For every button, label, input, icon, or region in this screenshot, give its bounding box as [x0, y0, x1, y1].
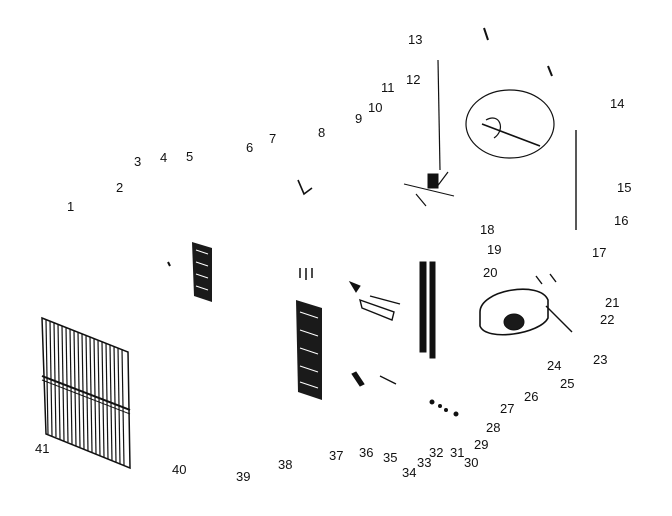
chassis-vent [296, 300, 322, 400]
callout-2: 2 [116, 180, 124, 195]
callout-8: 8 [318, 125, 326, 140]
callout-38: 38 [278, 457, 293, 472]
callout-25: 25 [560, 376, 575, 391]
callout-13: 13 [408, 32, 423, 47]
callout-9: 9 [355, 111, 363, 126]
blower-motor [479, 273, 573, 336]
callout-31: 31 [450, 445, 465, 460]
callout-22: 22 [600, 312, 615, 327]
callout-20: 20 [483, 265, 498, 280]
callout-24: 24 [547, 358, 562, 373]
callout-3: 3 [134, 154, 142, 169]
callout-14: 14 [610, 96, 625, 111]
callout-4: 4 [160, 150, 168, 165]
callout-41: 41 [35, 441, 50, 456]
callout-1: 1 [67, 199, 75, 214]
callout-6: 6 [246, 140, 254, 155]
callout-17: 17 [592, 245, 607, 260]
callout-19: 19 [487, 242, 502, 257]
callout-23: 23 [593, 352, 608, 367]
callout-15: 15 [617, 180, 632, 195]
chassis-components [167, 179, 459, 417]
callout-37: 37 [329, 448, 344, 463]
callout-7: 7 [269, 131, 277, 146]
fan-assembly [403, 27, 577, 230]
callout-28: 28 [486, 420, 501, 435]
callout-36: 36 [359, 445, 374, 460]
callout-10: 10 [368, 100, 383, 115]
callout-18: 18 [480, 222, 495, 237]
callout-32: 32 [429, 445, 444, 460]
cabinet-vent [192, 242, 212, 302]
callout-21: 21 [605, 295, 620, 310]
callout-16: 16 [614, 213, 629, 228]
callout-27: 27 [500, 401, 515, 416]
front-grille [41, 316, 131, 470]
callout-40: 40 [172, 462, 187, 477]
callout-11: 11 [381, 80, 395, 95]
callout-33: 33 [417, 455, 432, 470]
callout-26: 26 [524, 389, 539, 404]
callout-5: 5 [186, 149, 194, 164]
callout-12: 12 [406, 72, 421, 87]
callout-39: 39 [236, 469, 251, 484]
callout-34: 34 [402, 465, 417, 480]
callout-35: 35 [383, 450, 398, 465]
callout-29: 29 [474, 437, 489, 452]
callout-30: 30 [464, 455, 479, 470]
